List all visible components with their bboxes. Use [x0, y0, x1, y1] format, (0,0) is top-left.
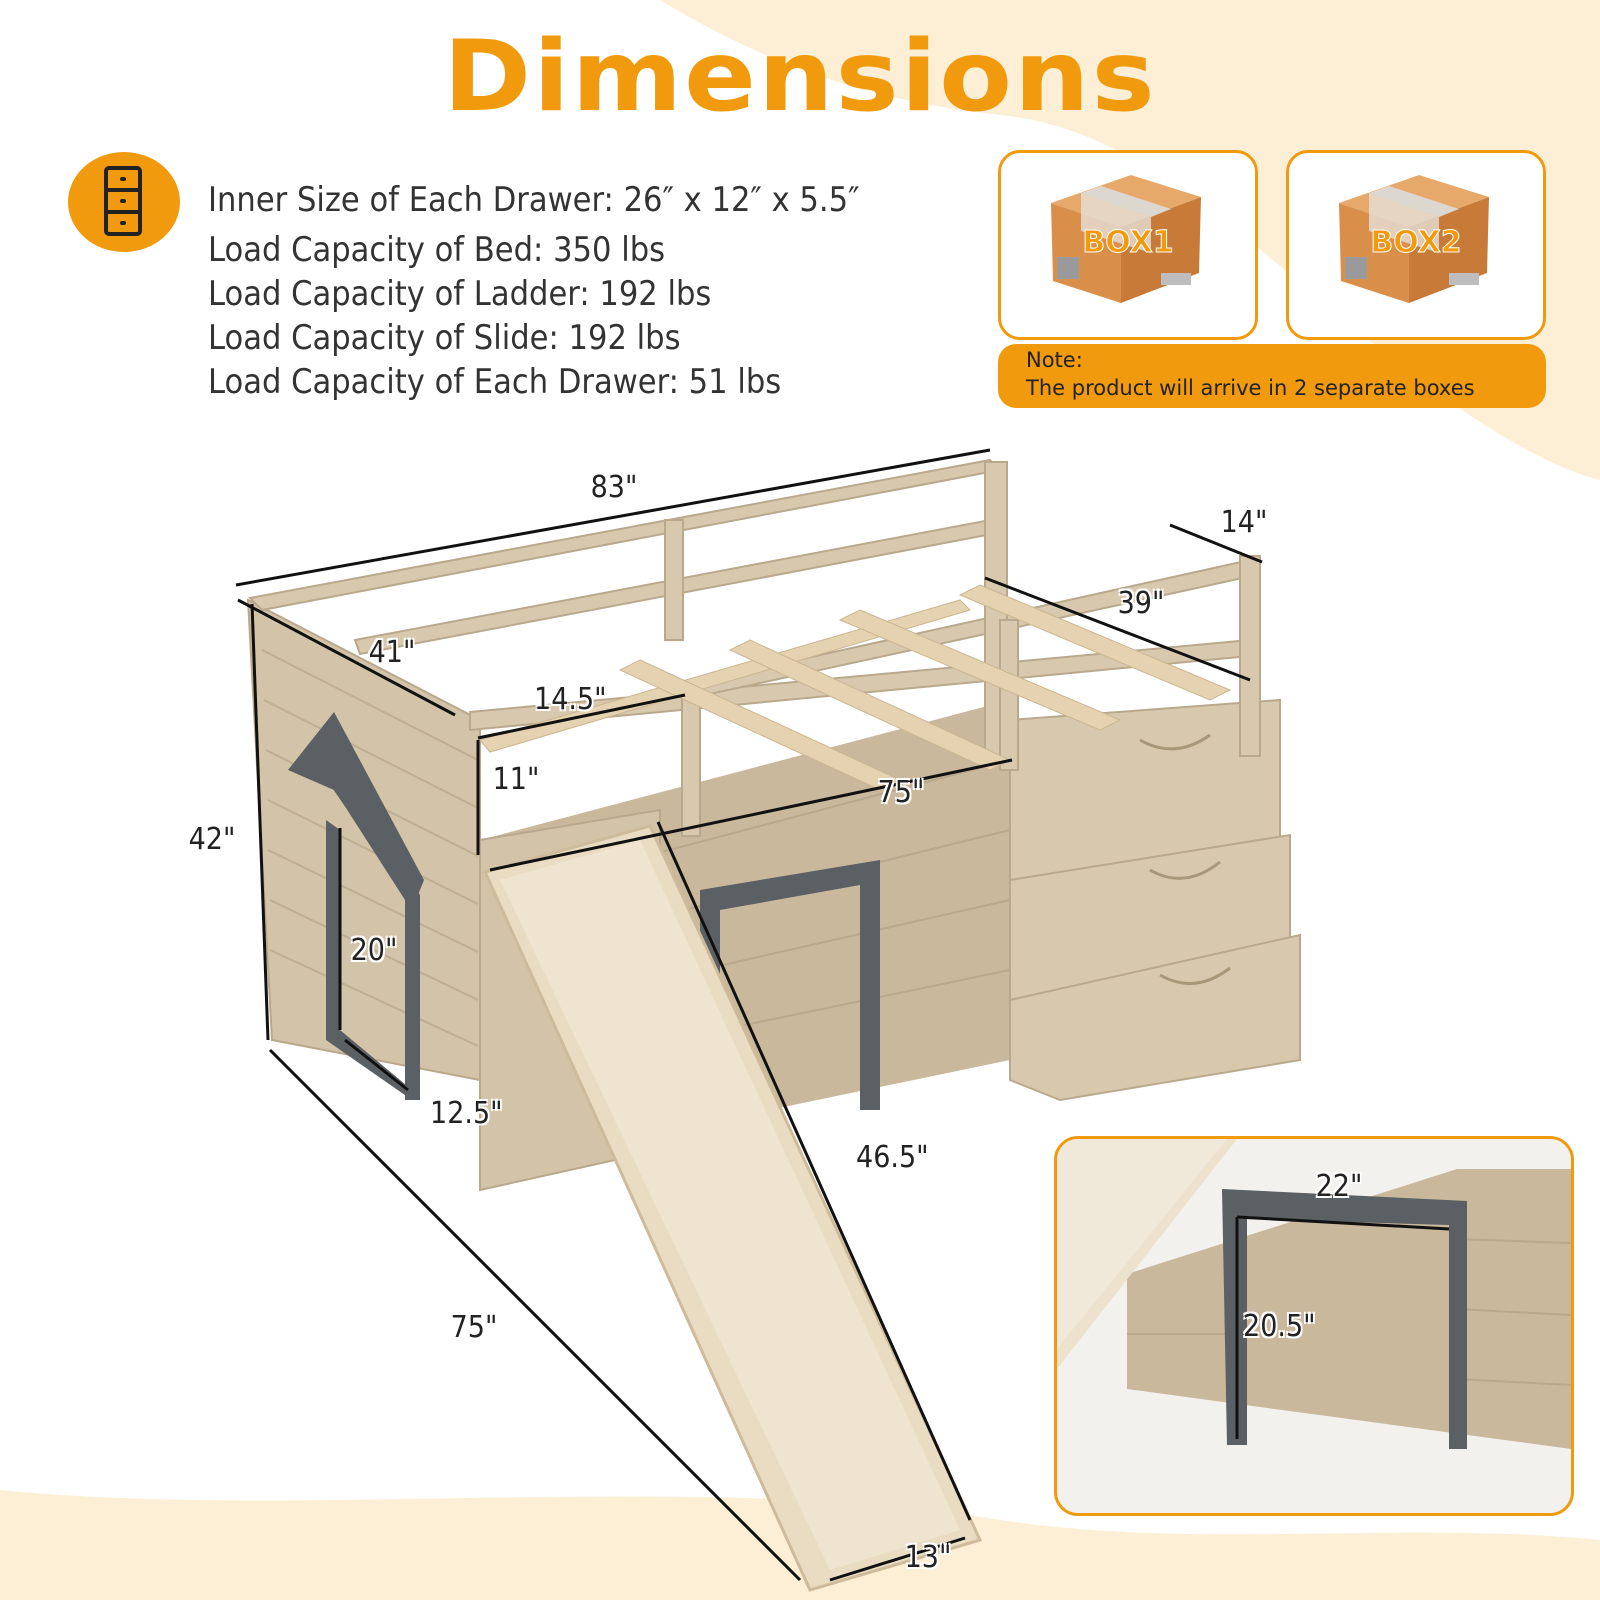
dim-inner-length: 75" — [877, 775, 925, 810]
box-card-1: BOX1 — [998, 150, 1258, 340]
dim-window-width: 12.5" — [430, 1096, 503, 1131]
drawer-cabinet-icon — [68, 152, 180, 252]
note-text: The product will arrive in 2 separate bo… — [1026, 376, 1475, 400]
page-title: Dimensions — [443, 20, 1157, 134]
door-detail-inset: 22" 20.5" — [1054, 1136, 1574, 1516]
dim-window-height: 20" — [350, 933, 398, 968]
dim-guardrail-height-front: 11" — [492, 762, 540, 797]
dim-side-depth: 41" — [368, 635, 416, 670]
box-card-2: BOX2 — [1286, 150, 1546, 340]
spec-drawer-capacity: Load Capacity of Each Drawer: 51 lbs — [208, 362, 782, 402]
door-detail-illustration — [1057, 1139, 1571, 1513]
dim-bottom-length: 75" — [450, 1310, 498, 1345]
box-label: BOX2 — [1370, 225, 1462, 261]
dim-guardrail-height-side: 14" — [1220, 505, 1268, 540]
spec-slide-capacity: Load Capacity of Slide: 192 lbs — [208, 318, 681, 358]
box-label: BOX1 — [1082, 225, 1174, 261]
note-heading: Note: — [1026, 348, 1083, 372]
dim-slat-spacing: 14.5" — [534, 682, 607, 717]
shipping-note: Note: The product will arrive in 2 separ… — [998, 344, 1546, 408]
spec-ladder-capacity: Load Capacity of Ladder: 192 lbs — [208, 274, 712, 314]
dim-slide-length: 46.5" — [856, 1140, 929, 1175]
spec-drawer-size: Inner Size of Each Drawer: 26″ x 12″ x 5… — [208, 180, 860, 220]
spec-list: Inner Size of Each Drawer: 26″ x 12″ x 5… — [208, 178, 932, 404]
dim-slide-width: 13" — [904, 1540, 952, 1575]
spec-bed-capacity: Load Capacity of Bed: 350 lbs — [208, 230, 666, 270]
cardboard-box-icon — [1339, 175, 1489, 303]
dim-overall-height: 42" — [188, 822, 236, 857]
dim-door-width: 22" — [1315, 1169, 1363, 1204]
cardboard-box-icon — [1051, 175, 1201, 303]
dim-overall-length: 83" — [590, 470, 638, 505]
dim-door-height: 20.5" — [1243, 1309, 1316, 1344]
dim-inner-width: 39" — [1117, 586, 1165, 621]
